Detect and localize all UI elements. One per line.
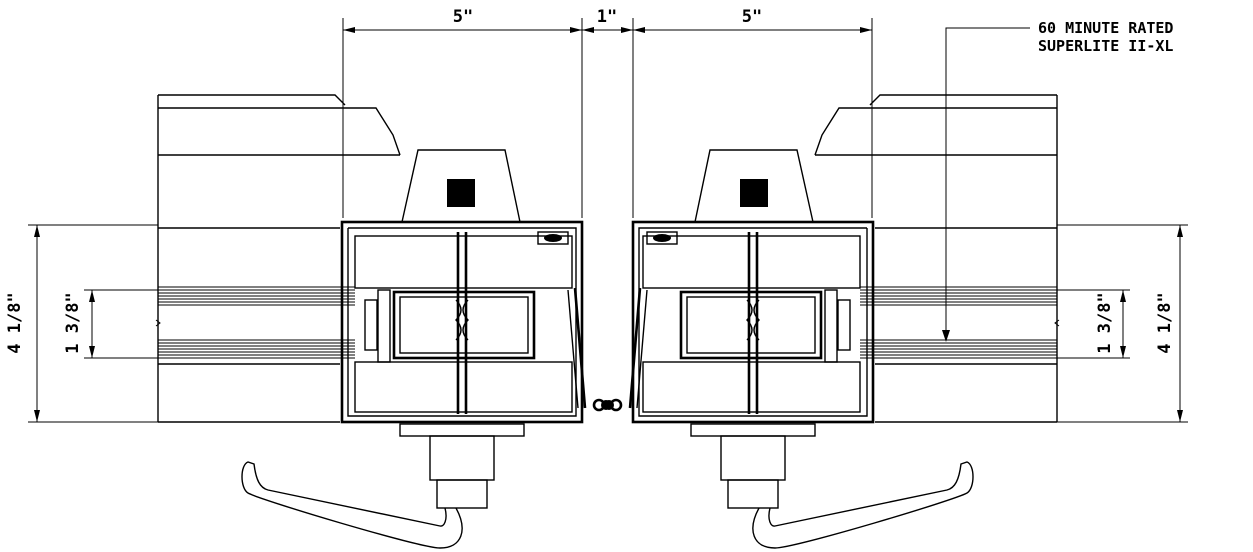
dim-depth-left: 4 1/8" bbox=[5, 292, 25, 353]
top-dimension-lines bbox=[342, 18, 873, 218]
dim-depth-right: 4 1/8" bbox=[1155, 292, 1175, 353]
note-line-1: 60 MINUTE RATED bbox=[1038, 19, 1173, 37]
right-dimension-lines bbox=[1057, 224, 1188, 423]
note-line-2: SUPERLITE II-XL bbox=[1038, 37, 1173, 55]
dim-glass-right: 1 3/8" bbox=[1095, 292, 1115, 353]
left-dimension-lines bbox=[28, 224, 158, 423]
dim-frame-right: 5" bbox=[742, 7, 762, 27]
dim-frame-left: 5" bbox=[453, 7, 473, 27]
dim-gap: 1" bbox=[597, 7, 617, 27]
glass-leader-line bbox=[942, 27, 1030, 342]
dim-glass-left: 1 3/8" bbox=[63, 292, 83, 353]
